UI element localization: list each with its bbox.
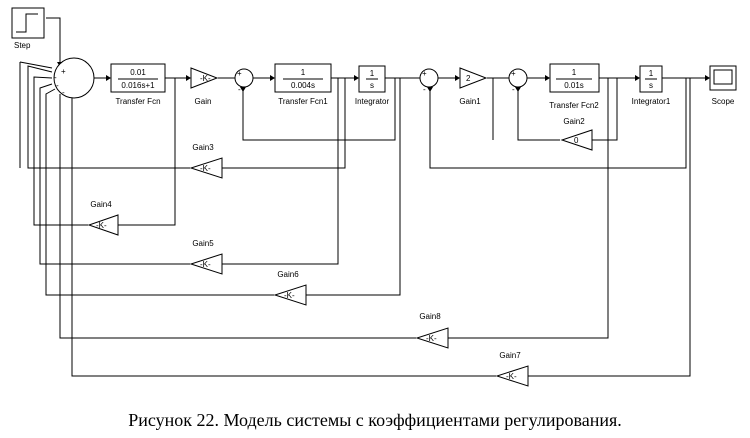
gain6-value: -K- <box>284 291 295 300</box>
tf1-denominator: 0.004s <box>291 81 315 90</box>
integrator1-block[interactable]: 1 s Integrator1 <box>632 65 671 106</box>
gain5-label: Gain5 <box>192 239 214 248</box>
tf-denominator: 0.016s+1 <box>121 81 155 90</box>
scope-label: Scope <box>712 97 735 106</box>
main-sum-block[interactable]: + - - - <box>53 57 95 99</box>
integrator-label: Integrator <box>355 97 390 106</box>
step-block[interactable]: Step <box>11 7 45 50</box>
gain3-label: Gain3 <box>192 143 214 152</box>
scope-block[interactable]: Scope <box>709 65 737 106</box>
integrator-numerator: 1 <box>370 69 375 78</box>
wire-arrowheads <box>57 62 710 379</box>
gain4-label: Gain4 <box>90 200 112 209</box>
sum-sign: + <box>511 69 516 78</box>
gain7-value: -K- <box>506 372 517 381</box>
sum-sign: - <box>54 73 57 82</box>
gain8-value: -K- <box>426 334 437 343</box>
integrator1-denominator: s <box>649 81 653 90</box>
gain8-block[interactable]: -K- Gain8 <box>415 312 449 349</box>
sum-sign: + <box>422 69 427 78</box>
gain7-label: Gain7 <box>499 351 521 360</box>
transfer-fcn2-block[interactable]: 1 0.01s Transfer Fcn2 <box>549 63 600 110</box>
gain2-block[interactable]: 0 Gain2 <box>560 117 593 151</box>
step-label: Step <box>14 41 31 50</box>
sum-sign: - <box>56 81 59 90</box>
tf-label: Transfer Fcn <box>115 97 160 106</box>
sum4-block[interactable]: + - <box>508 68 528 94</box>
gain4-block[interactable]: -K- Gain4 <box>87 200 119 236</box>
sum-sign: + <box>61 67 66 76</box>
tf2-label: Transfer Fcn2 <box>549 101 599 110</box>
gain5-block[interactable]: -K- Gain5 <box>189 239 223 275</box>
integrator-denominator: s <box>370 81 374 90</box>
gain-label: Gain <box>195 97 212 106</box>
gain8-label: Gain8 <box>419 312 441 321</box>
sum-sign: - <box>512 85 515 94</box>
integrator-block[interactable]: 1 s Integrator <box>355 65 390 106</box>
gain-value: -K- <box>200 74 211 83</box>
sum3-block[interactable]: + - <box>419 68 439 94</box>
tf1-numerator: 1 <box>301 68 306 77</box>
sum-sign: - <box>423 85 426 94</box>
gain1-block[interactable]: 2 Gain1 <box>459 67 488 106</box>
gain6-block[interactable]: -K- Gain6 <box>273 270 307 306</box>
gain3-value: -K- <box>200 164 211 173</box>
tf2-numerator: 1 <box>572 68 577 77</box>
tf1-label: Transfer Fcn1 <box>278 97 328 106</box>
tf-numerator: 0.01 <box>130 68 146 77</box>
gain4-value: -K- <box>96 221 107 230</box>
gain-block[interactable]: -K- Gain <box>190 67 219 106</box>
figure-caption: Рисунок 22. Модель системы с коэффициент… <box>128 410 622 430</box>
gain5-value: -K- <box>200 260 211 269</box>
sum-sign: - <box>238 85 241 94</box>
sum-sign: + <box>237 69 242 78</box>
gain3-block[interactable]: -K- Gain3 <box>189 143 223 179</box>
sum-sign: - <box>62 88 65 97</box>
gain1-value: 2 <box>466 74 471 83</box>
gain7-block[interactable]: -K- Gain7 <box>495 351 529 387</box>
sum2-block[interactable]: + - <box>234 68 254 94</box>
tf2-denominator: 0.01s <box>564 81 584 90</box>
integrator1-numerator: 1 <box>649 69 654 78</box>
gain2-value: 0 <box>574 136 579 145</box>
transfer-fcn1-block[interactable]: 1 0.004s Transfer Fcn1 <box>274 63 332 106</box>
gain1-label: Gain1 <box>459 97 481 106</box>
transfer-fcn-block[interactable]: 0.01 0.016s+1 Transfer Fcn <box>110 63 166 106</box>
gain2-label: Gain2 <box>563 117 585 126</box>
gain6-label: Gain6 <box>277 270 299 279</box>
integrator1-label: Integrator1 <box>632 97 671 106</box>
